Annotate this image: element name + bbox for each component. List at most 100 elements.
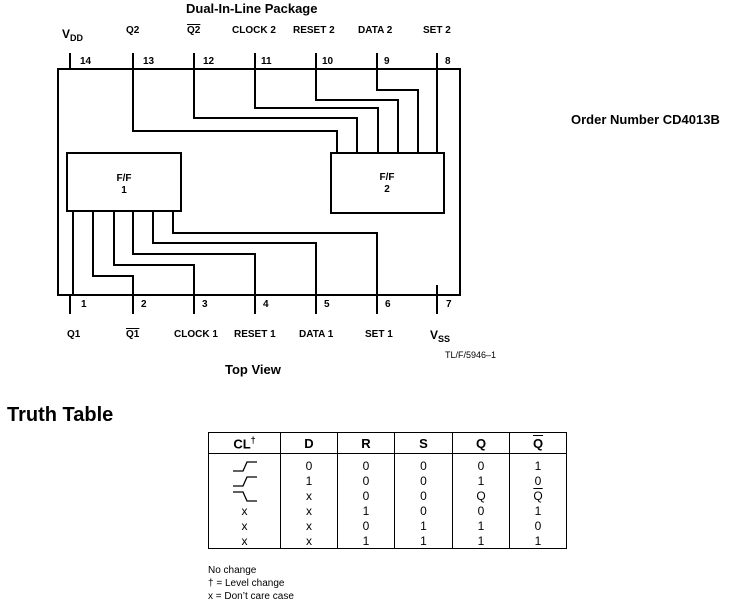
pin-13-number: 13	[143, 56, 155, 67]
pin-8-label: SET 2	[423, 25, 451, 36]
cell-q: 1	[452, 518, 510, 533]
pin-7-label: VSS	[430, 328, 451, 344]
pin-14-label: VDD	[62, 27, 84, 43]
pin-3-number: 3	[202, 299, 208, 310]
pin-8-number: 8	[445, 56, 451, 67]
flipflop-1-block	[66, 152, 182, 212]
cell-r: 0	[337, 488, 395, 503]
cell-r: 0	[337, 453, 395, 473]
cell-q-bar: 1	[509, 453, 567, 473]
wire-q2	[132, 69, 338, 153]
table-row: x x 1 1 1 1	[208, 533, 567, 549]
cell-r: 1	[337, 533, 395, 549]
pin-10-label: RESET 2	[293, 25, 335, 36]
wire-clock-1	[113, 211, 195, 295]
cell-q: Q	[452, 488, 510, 503]
cell-s: 0	[394, 488, 453, 503]
cell-s: 1	[394, 518, 453, 533]
wire-clock-2	[254, 69, 379, 153]
cell-q-bar: Q	[509, 488, 567, 503]
cell-s: 1	[394, 533, 453, 549]
pin-7-number: 7	[446, 299, 452, 310]
pin-11-number: 11	[261, 56, 272, 67]
cell-d: 1	[280, 473, 338, 488]
header-cl: CL†	[208, 432, 281, 454]
order-number: Order Number CD4013B	[571, 112, 720, 127]
note-no-change: No change	[208, 565, 257, 576]
note-level-change: † = Level change	[208, 578, 285, 589]
cell-q-bar: 0	[509, 473, 567, 488]
header-q-bar: Q	[509, 432, 567, 454]
pin-1-number: 1	[81, 299, 87, 310]
pin-1-label: Q1	[67, 329, 81, 340]
pin-6-number: 6	[385, 299, 391, 310]
pin-13-label: Q2	[126, 25, 140, 36]
truth-table: CL† D R S Q Q 0 0 0 0 1 1 0 0 1 0 x 0	[208, 432, 567, 549]
cell-q: 1	[452, 533, 510, 549]
wire-data-2	[376, 69, 419, 153]
header-d: D	[280, 432, 338, 454]
pin-2-label: Q1	[126, 329, 140, 340]
reference-code: TL/F/5946–1	[445, 350, 497, 360]
cell-q-bar: 1	[509, 533, 567, 549]
pin-4-number: 4	[263, 299, 269, 310]
truth-table-title: Truth Table	[7, 404, 114, 426]
cell-s: 0	[394, 473, 453, 488]
pin-6-label: SET 1	[365, 329, 393, 340]
cell-q-bar: 0	[509, 518, 567, 533]
view-label: Top View	[225, 362, 281, 377]
cell-d: x	[280, 518, 338, 533]
truth-table-header: CL† D R S Q Q	[208, 432, 567, 454]
cell-d: x	[280, 488, 338, 503]
table-row: x x 1 0 0 1	[208, 503, 567, 518]
cell-s: 0	[394, 453, 453, 473]
cell-d: x	[280, 533, 338, 549]
pin-12-label: Q2	[187, 25, 201, 36]
wire-set-1	[172, 211, 378, 295]
pin-11-label: CLOCK 2	[232, 25, 276, 36]
cell-cl: x	[208, 503, 281, 518]
clock-rising-edge-icon	[208, 473, 281, 488]
wire-reset-2	[315, 69, 399, 153]
package-title: Dual-In-Line Package	[186, 1, 318, 16]
cell-r: 0	[337, 518, 395, 533]
pin-4-label: RESET 1	[234, 329, 276, 340]
cell-q: 0	[452, 503, 510, 518]
pin-10-number: 10	[322, 56, 334, 67]
pinout-diagram	[57, 53, 461, 314]
pin-3-label: CLOCK 1	[174, 329, 218, 340]
cell-q: 0	[452, 453, 510, 473]
flipflop-2-block	[330, 152, 445, 214]
cell-d: 0	[280, 453, 338, 473]
cell-cl: x	[208, 533, 281, 549]
header-s: S	[394, 432, 453, 454]
wire-reset-1	[132, 211, 256, 295]
cell-cl: x	[208, 518, 281, 533]
cell-d: x	[280, 503, 338, 518]
cell-q: 1	[452, 473, 510, 488]
wire-q1-bar	[92, 211, 134, 295]
pin-5-number: 5	[324, 299, 330, 310]
pin-5-label: DATA 1	[299, 329, 334, 340]
cell-q-bar: 1	[509, 503, 567, 518]
truth-table-notes: No change † = Level change x = Don’t car…	[208, 564, 294, 603]
cell-r: 0	[337, 473, 395, 488]
clock-falling-edge-icon	[208, 488, 281, 503]
table-row: x 0 0 Q Q	[208, 488, 567, 503]
table-row: 0 0 0 0 1	[208, 453, 567, 473]
wire-data-1	[152, 211, 317, 295]
pin-12-number: 12	[203, 56, 215, 67]
table-row: x x 0 1 1 0	[208, 518, 567, 533]
cell-s: 0	[394, 503, 453, 518]
pin-9-label: DATA 2	[358, 25, 393, 36]
pin-2-number: 2	[141, 299, 147, 310]
table-row: 1 0 0 1 0	[208, 473, 567, 488]
clock-rising-edge-icon	[208, 453, 281, 473]
pin-9-number: 9	[384, 56, 390, 67]
wire-q2-bar	[193, 69, 358, 153]
note-dont-care: x = Don’t care case	[208, 591, 294, 602]
package-body	[57, 68, 461, 296]
pin-14-number: 14	[80, 56, 92, 67]
